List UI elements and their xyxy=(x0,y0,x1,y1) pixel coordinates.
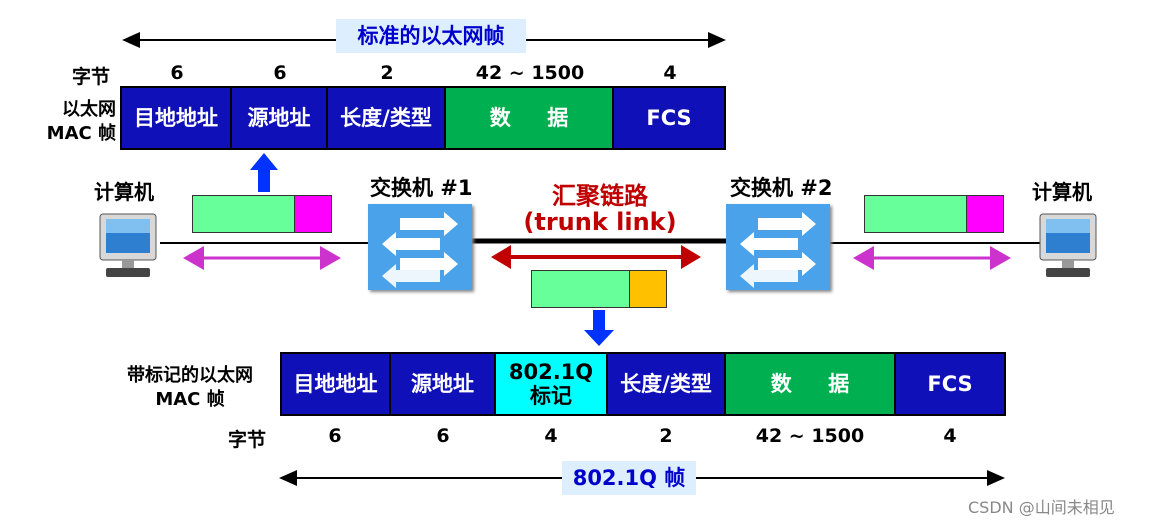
standard-bytes-2: 2 xyxy=(380,62,394,84)
left-packet-tail xyxy=(294,195,332,233)
tagged-field-fcs: FCS xyxy=(894,352,1006,416)
tagged-frame-banner: 802.1Q 帧 xyxy=(562,461,696,495)
switch1-icon xyxy=(368,204,472,290)
computer-right-label: 计算机 xyxy=(1032,180,1092,204)
trunk-packet-body xyxy=(531,270,630,308)
switch2-label: 交换机 #2 xyxy=(730,176,833,200)
switch2-arrows-icon xyxy=(740,212,816,288)
tagged-field-8021q-tag: 802.1Q 标记 xyxy=(494,352,608,416)
tagged-bytes-0: 6 xyxy=(328,425,342,447)
standard-bytes-4: 4 xyxy=(663,62,677,84)
standard-frame-banner: 标准的以太网帧 xyxy=(336,19,526,53)
tagged-field-src-addr: 源地址 xyxy=(389,352,496,416)
standard-bytes-3: 42 ~ 1500 xyxy=(475,62,585,84)
standard-field-data: 数 据 xyxy=(444,86,614,150)
tagged-bytes-4: 42 ~ 1500 xyxy=(755,425,865,447)
tagged-field-data: 数 据 xyxy=(724,352,896,416)
standard-field-fcs: FCS xyxy=(612,86,726,150)
standard-bytes-label: 字节 xyxy=(72,66,111,88)
tagged-field-length-type: 长度/类型 xyxy=(606,352,726,416)
trunk-subtitle: (trunk link) xyxy=(523,208,677,236)
left-packet-body xyxy=(192,195,295,233)
standard-field-length-type: 长度/类型 xyxy=(326,86,446,150)
switch2-icon xyxy=(726,204,830,290)
blue-down-arrow xyxy=(584,310,614,346)
tagged-bytes-5: 4 xyxy=(943,425,957,447)
standard-field-src-addr: 源地址 xyxy=(230,86,328,150)
standard-frame-row-label: 以太网 MAC 帧 xyxy=(46,99,116,144)
tagged-bytes-2: 4 xyxy=(544,425,558,447)
right-packet-tail xyxy=(966,195,1004,233)
tagged-bytes-label: 字节 xyxy=(228,429,267,451)
right-packet-body xyxy=(864,195,967,233)
switch1-label: 交换机 #1 xyxy=(370,176,473,200)
tagged-bytes-3: 2 xyxy=(659,425,673,447)
blue-up-arrow xyxy=(250,153,278,192)
tagged-frame-row-label: 带标记的以太网 MAC 帧 xyxy=(127,365,253,410)
trunk-packet-tag xyxy=(629,270,667,308)
standard-bytes-0: 6 xyxy=(170,62,184,84)
computer-left-label: 计算机 xyxy=(94,180,154,204)
tagged-bytes-1: 6 xyxy=(436,425,450,447)
tagged-field-dest-addr: 目地地址 xyxy=(280,352,391,416)
switch1-arrows-icon xyxy=(382,212,458,288)
trunk-title: 汇聚链路 xyxy=(552,182,648,210)
standard-bytes-1: 6 xyxy=(273,62,287,84)
computer-right-icon xyxy=(1039,213,1097,277)
watermark: CSDN @山间未相见 xyxy=(968,498,1115,517)
computer-left-icon xyxy=(99,213,157,277)
standard-field-dest-addr: 目地地址 xyxy=(120,86,232,150)
